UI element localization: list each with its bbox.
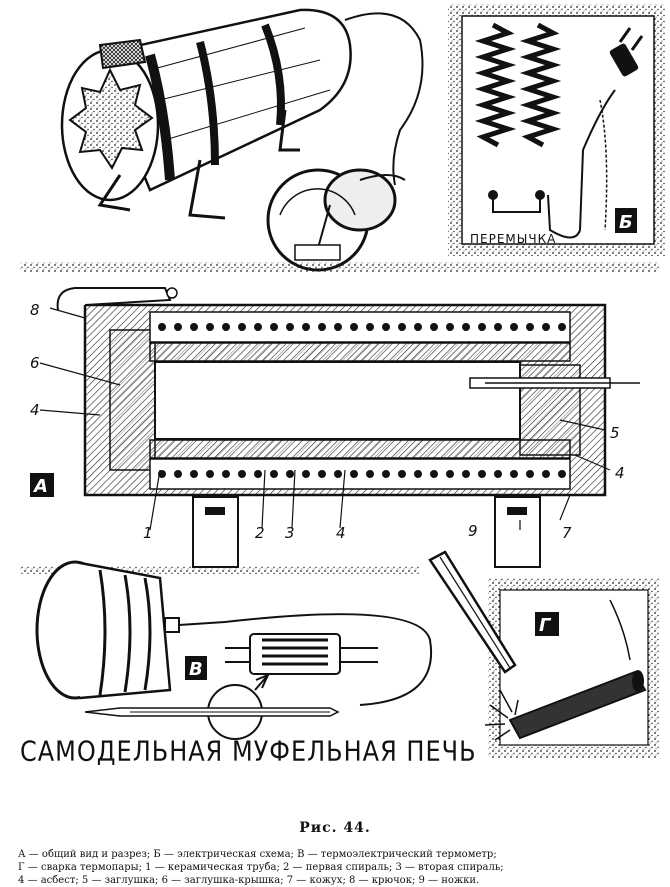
heater-coil-turn: [286, 323, 294, 331]
heater-coil-turn: [414, 470, 422, 478]
peremychka-label: ПЕРЕМЫЧКА: [470, 232, 556, 246]
heater-coil-turn: [334, 470, 342, 478]
heater-coil-turn: [286, 470, 294, 478]
label-7: 7: [562, 524, 572, 542]
heater-coil-turn: [302, 470, 310, 478]
heater-coil-turn: [398, 470, 406, 478]
panel-v-label: В: [189, 659, 203, 680]
heater-coil-turn: [510, 323, 518, 331]
caption-line-1: А — общий вид и разрез; Б — электрическа…: [18, 849, 497, 860]
heater-coil-turn: [462, 323, 470, 331]
heater-coil-turn: [158, 323, 166, 331]
heater-coil-turn: [318, 470, 326, 478]
label-8: 8: [30, 301, 40, 319]
heater-coil-turn: [446, 323, 454, 331]
heater-coil-turn: [478, 470, 486, 478]
heater-coil-turn: [526, 470, 534, 478]
heater-coil-turn: [254, 323, 262, 331]
electrical-scheme-panel: ПЕРЕМЫЧКА Б: [448, 4, 666, 256]
heater-coil-turn: [542, 323, 550, 331]
heater-coil-turn: [430, 323, 438, 331]
heater-coil-turn: [446, 470, 454, 478]
heater-coil-turn: [494, 470, 502, 478]
thermometer-panel: В: [35, 560, 433, 740]
divider-band-2: [20, 566, 420, 574]
panel-b-label: Б: [619, 212, 633, 233]
furnace-cross-section: 8 6 4 5 4 1 2 3 4 7 9 А: [30, 287, 640, 568]
heater-coil-turn: [174, 323, 182, 331]
panel-g-label: Г: [539, 615, 552, 636]
label-1: 1: [143, 524, 153, 542]
label-4-right: 4: [615, 464, 625, 482]
heater-coil-turn: [542, 470, 550, 478]
welding-panel: Г: [428, 550, 660, 758]
caption-line-3: 4 — асбест; 5 — заглушка; 6 — заглушка-к…: [18, 875, 480, 886]
label-2: 2: [255, 524, 265, 542]
heater-coil-turn: [270, 323, 278, 331]
divider-band: [20, 262, 660, 272]
label-6: 6: [30, 354, 40, 372]
label-5: 5: [610, 424, 620, 442]
heater-coil-turn: [334, 323, 342, 331]
heater-coil-turn: [174, 470, 182, 478]
figure-title: Рис. 44.: [299, 820, 371, 836]
heater-coil-turn: [350, 323, 358, 331]
heater-coil-turn: [526, 323, 534, 331]
label-3: 3: [285, 524, 295, 542]
figure-caption: А — общий вид и разрез; Б — электрическа…: [18, 848, 658, 887]
heater-coil-turn: [238, 470, 246, 478]
heater-coil-turn: [558, 470, 566, 478]
heater-coil-turn: [222, 323, 230, 331]
heater-coil-turn: [414, 323, 422, 331]
heater-coil-turn: [382, 470, 390, 478]
heater-coil-turn: [398, 323, 406, 331]
panel-a-label: А: [32, 476, 48, 497]
heater-coil-turn: [430, 470, 438, 478]
heater-coil-turn: [350, 470, 358, 478]
heater-coil-turn: [478, 323, 486, 331]
furnace-general-view: [60, 8, 424, 272]
heater-coil-turn: [558, 323, 566, 331]
heater-coil-turn: [254, 470, 262, 478]
label-4-left: 4: [30, 401, 40, 419]
heater-coil-turn: [206, 470, 214, 478]
heater-coil-turn: [366, 470, 374, 478]
heater-coil-turn: [318, 323, 326, 331]
heater-coil-turn: [494, 323, 502, 331]
label-9: 9: [468, 522, 478, 540]
label-4-bottom: 4: [336, 524, 346, 542]
heater-coil-turn: [382, 323, 390, 331]
heater-coil-turn: [302, 323, 310, 331]
heater-coil-turn: [206, 323, 214, 331]
headline: САМОДЕЛЬНАЯ МУФЕЛЬНАЯ ПЕЧЬ: [20, 735, 477, 768]
heater-coil-turn: [190, 470, 198, 478]
heater-coil-turn: [510, 470, 518, 478]
heater-coil-turn: [462, 470, 470, 478]
heater-coil-turn: [238, 323, 246, 331]
heater-coil-turn: [366, 323, 374, 331]
heater-coil-turn: [222, 470, 230, 478]
heater-coil-turn: [190, 323, 198, 331]
caption-line-2: Г — сварка термопары; 1 — керамическая т…: [18, 862, 504, 873]
heater-coil-turn: [270, 470, 278, 478]
